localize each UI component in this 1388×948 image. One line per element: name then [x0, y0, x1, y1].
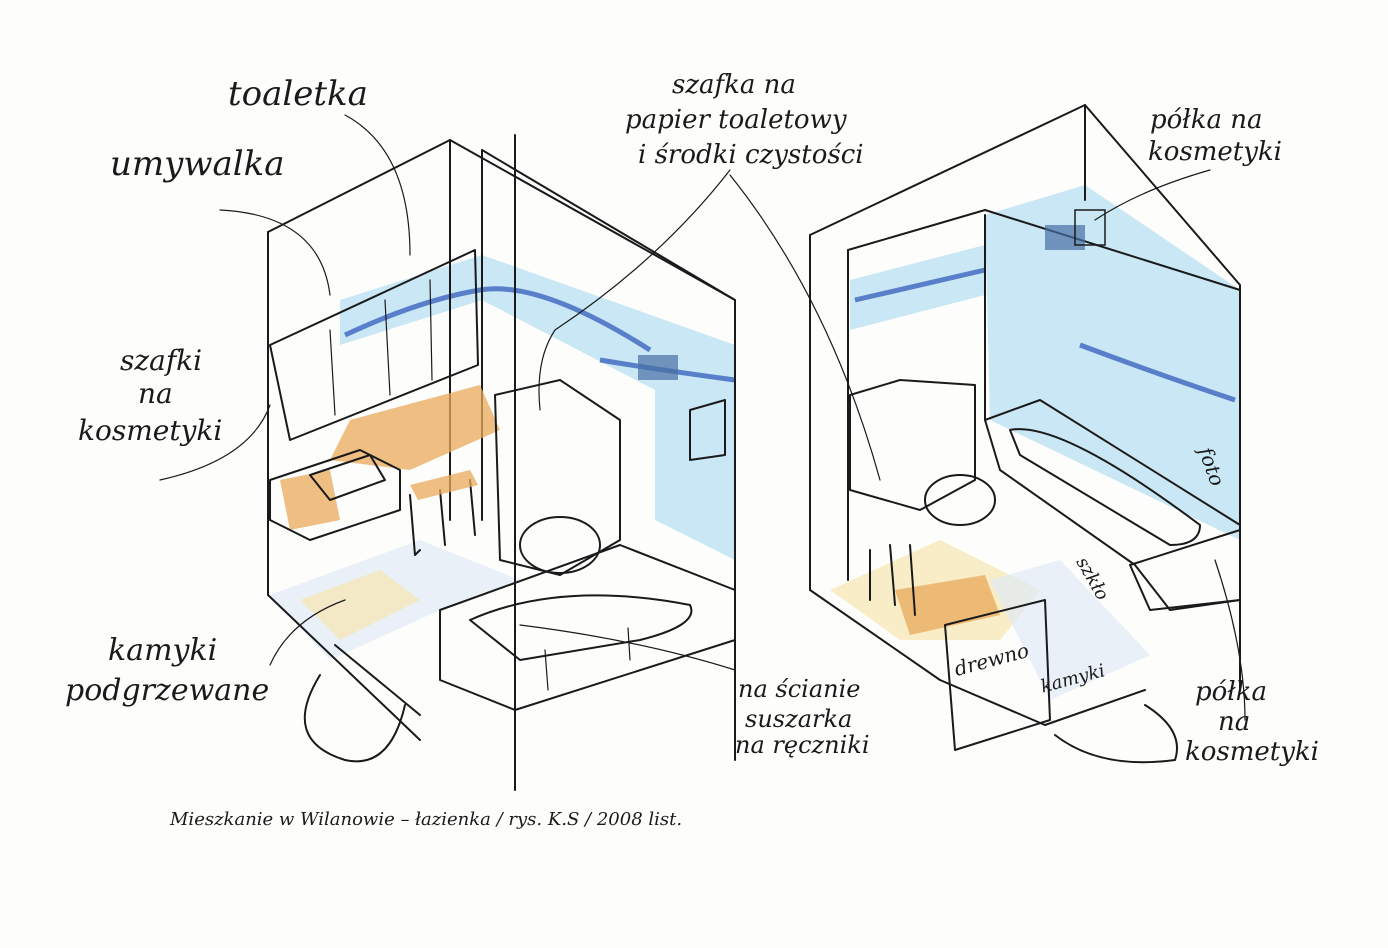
label-na-scianie-3: na ręczniki — [735, 731, 870, 759]
label-umywalka: umywalka — [110, 144, 284, 184]
label-papier-1: szafka na — [672, 70, 796, 100]
right-bathroom-view — [809, 104, 1241, 764]
label-toaletka: toaletka — [228, 74, 368, 114]
label-papier-2: papier toaletowy — [625, 105, 847, 135]
label-na-scianie-1: na ścianie — [738, 675, 860, 703]
leader-arrows — [159, 114, 1246, 721]
label-papier-3: i środki czystości — [638, 140, 864, 170]
caption: Mieszkanie w Wilanowie – łazienka / rys.… — [169, 809, 682, 830]
label-polka-bottom-3: kosmetyki — [1185, 737, 1319, 767]
label-polka-bottom-2: na — [1218, 707, 1250, 737]
label-polka-bottom-1: półka — [1195, 677, 1267, 707]
label-szafki-3: kosmetyki — [78, 414, 222, 447]
label-drewno: drewno — [952, 638, 1032, 681]
label-na-scianie-2: suszarka — [745, 705, 852, 733]
left-bathroom-view — [267, 134, 736, 791]
label-szafki-2: na — [138, 377, 173, 410]
label-polka-top-1: półka na — [1150, 105, 1263, 135]
annotations: toaletka umywalka szafki na kosmetyki sz… — [65, 70, 1319, 830]
label-polka-top-2: kosmetyki — [1148, 137, 1282, 167]
label-kamyki-1: kamyki — [108, 633, 217, 668]
label-szafki-1: szafki — [120, 344, 202, 377]
label-kamyki-2: podgrzewane — [65, 673, 269, 708]
